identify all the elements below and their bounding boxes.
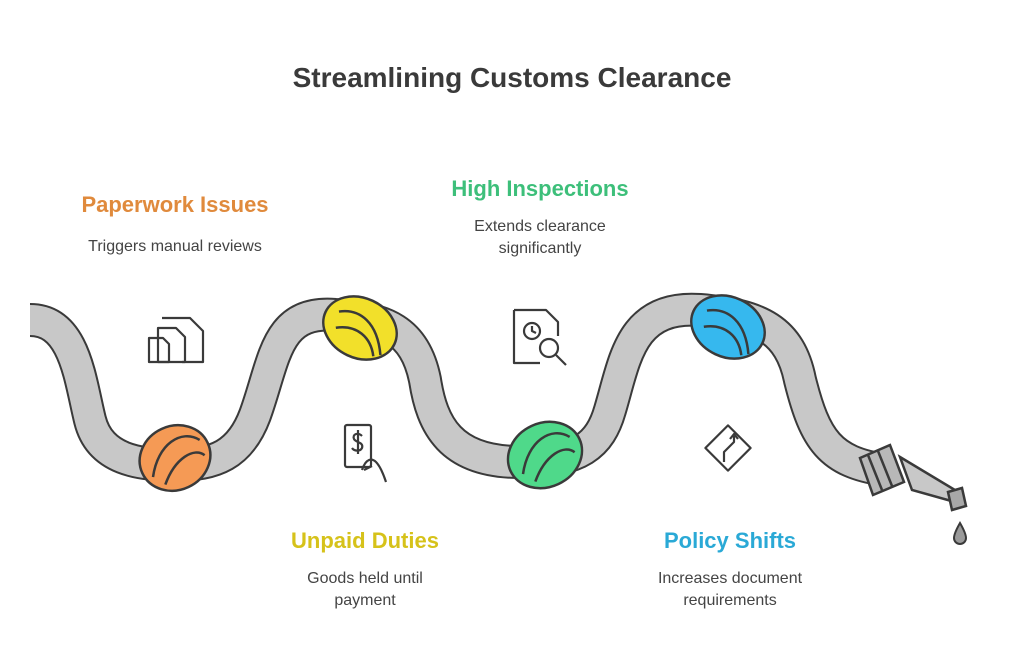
knot-inspections: [506, 420, 584, 490]
inspections-heading: High Inspections: [451, 176, 629, 201]
cash-hand-icon: [343, 423, 388, 483]
road-sign-turn-icon: [704, 424, 752, 472]
knot-paperwork: [138, 423, 212, 493]
policy-block: Policy Shifts Increases document require…: [600, 528, 860, 612]
duties-block: Unpaid Duties Goods held until payment: [245, 528, 485, 612]
water-drop-icon: [952, 520, 968, 545]
duties-description: Goods held until payment: [307, 570, 423, 609]
clock-search-icon: [512, 308, 567, 366]
knot-duties: [322, 295, 398, 361]
nozzle-icon: [858, 443, 968, 512]
inspections-block: High Inspections Extends clearance signi…: [410, 176, 670, 260]
knot-policy: [690, 294, 766, 360]
policy-heading: Policy Shifts: [663, 528, 797, 553]
policy-description: Increases document requirements: [657, 570, 803, 609]
inspections-description: Extends clearance significantly: [474, 218, 606, 257]
page-title: Streamlining Customs Clearance: [292, 62, 732, 93]
paperwork-heading: Paperwork Issues: [81, 192, 269, 217]
duties-heading: Unpaid Duties: [291, 528, 439, 553]
documents-icon: [147, 316, 205, 364]
paperwork-block: Paperwork Issues Triggers manual reviews: [55, 192, 295, 258]
paperwork-description: Triggers manual reviews: [88, 238, 262, 255]
